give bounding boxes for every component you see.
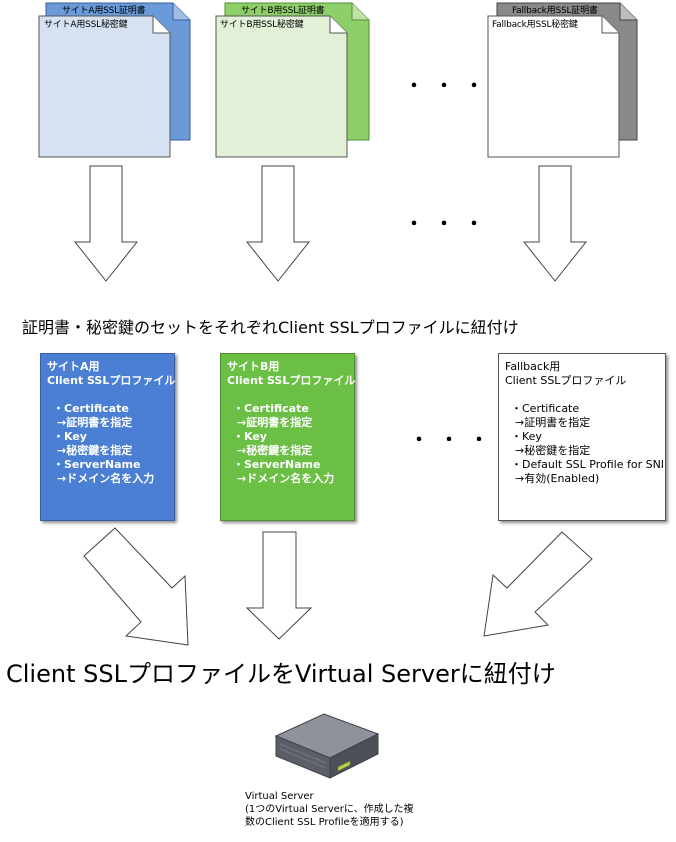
profile-b-line3: ・Key [233,430,267,443]
profile-fallback-line3: ・Key [511,430,542,443]
diag-arrow-fallback [483,531,593,637]
profile-a-title2: Client SSLプロファイル [47,374,176,387]
ellipsis-arrows: ・・・ [405,214,495,235]
profile-fallback-line6: →有効(Enabled) [515,472,600,485]
down-arrow-site-b [245,165,311,282]
down-arrow-fallback [522,165,588,282]
profile-fallback-line2: →証明書を指定 [515,416,591,429]
diag-arrow-site-a [83,527,189,646]
profile-b-title2: Client SSLプロファイル [227,374,356,387]
profile-site-a: サイトA用 Client SSLプロファイル ・Certificate →証明書… [40,353,175,521]
server-icon [274,713,380,779]
profile-a-line3: ・Key [53,430,87,443]
doc-stack-site-b-graphic [215,2,370,158]
server-caption-line1: Virtual Server [245,791,314,802]
ellipsis-profiles: ・・・ [410,430,500,451]
profile-site-b: サイトB用 Client SSLプロファイル ・Certificate →証明書… [220,353,355,521]
server-caption-line3: 数のClient SSL Profileを適用する) [245,817,404,828]
ellipsis-documents: ・・・ [405,76,495,97]
profile-b-line5: ・ServerName [233,458,321,471]
profile-a-line4: →秘密鍵を指定 [57,444,133,457]
doc-cert-label-site-b: サイトB用SSL証明書 [241,6,325,16]
profile-a-title1: サイトA用 [47,360,100,373]
doc-key-label-site-a: サイトA用SSL秘密鍵 [44,20,128,30]
profile-b-line6: →ドメイン名を入力 [237,472,335,485]
doc-cert-label-site-a: サイトA用SSL証明書 [62,6,146,16]
profile-fallback-title1: Fallback用 [505,360,561,373]
profile-b-line2: →証明書を指定 [237,416,313,429]
profile-fallback-line5: ・Default SSL Profile for SNI [511,458,665,471]
doc-stack-fallback-graphic [487,2,638,158]
profile-a-line5: ・ServerName [53,458,141,471]
step2-label: Client SSLプロファイルをVirtual Serverに紐付け [6,660,556,688]
doc-key-label-fallback: Fallback用SSL秘密鍵 [492,20,578,30]
doc-cert-label-fallback: Fallback用SSL証明書 [512,6,598,16]
down-arrow-site-a [73,165,139,282]
profile-b-title1: サイトB用 [227,360,280,373]
profile-fallback-title2: Client SSLプロファイル [505,374,627,387]
profile-b-line4: →秘密鍵を指定 [237,444,313,457]
profile-a-line1: ・Certificate [53,402,129,415]
profile-fallback-line1: ・Certificate [511,402,580,415]
profile-fallback: Fallback用 Client SSLプロファイル ・Certificate … [498,353,666,521]
down-arrow-profile-b [245,531,313,640]
server-caption-line2: (1つのVirtual Serverに、作成した複 [245,804,414,815]
profile-b-line1: ・Certificate [233,402,309,415]
profile-fallback-line4: →秘密鍵を指定 [515,444,591,457]
doc-key-label-site-b: サイトB用SSL秘密鍵 [220,20,304,30]
step1-label: 証明書・秘密鍵のセットをそれぞれClient SSLプロファイルに紐付け [22,318,519,337]
doc-stack-site-a-graphic [38,2,191,158]
profile-a-line6: →ドメイン名を入力 [57,472,155,485]
profile-a-line2: →証明書を指定 [57,416,133,429]
